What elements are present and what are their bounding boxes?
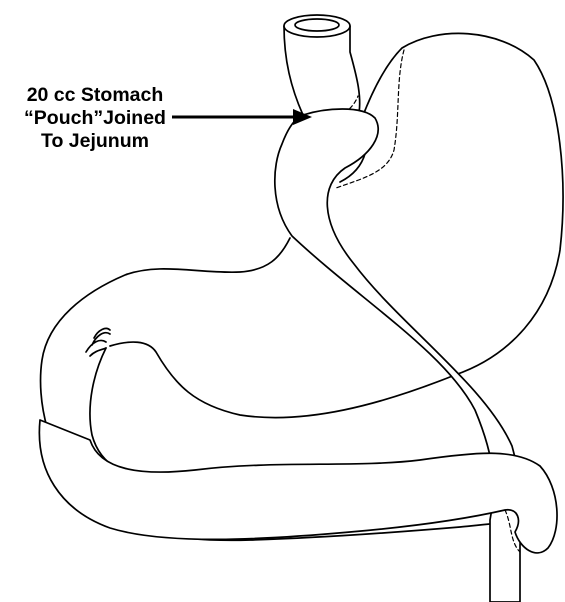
jejunal-loop [39, 420, 557, 553]
esophagus [284, 26, 360, 118]
stomach-remnant [340, 33, 563, 375]
duodenum-upper-inner [110, 342, 455, 418]
anastomosis-ridges [86, 328, 110, 356]
